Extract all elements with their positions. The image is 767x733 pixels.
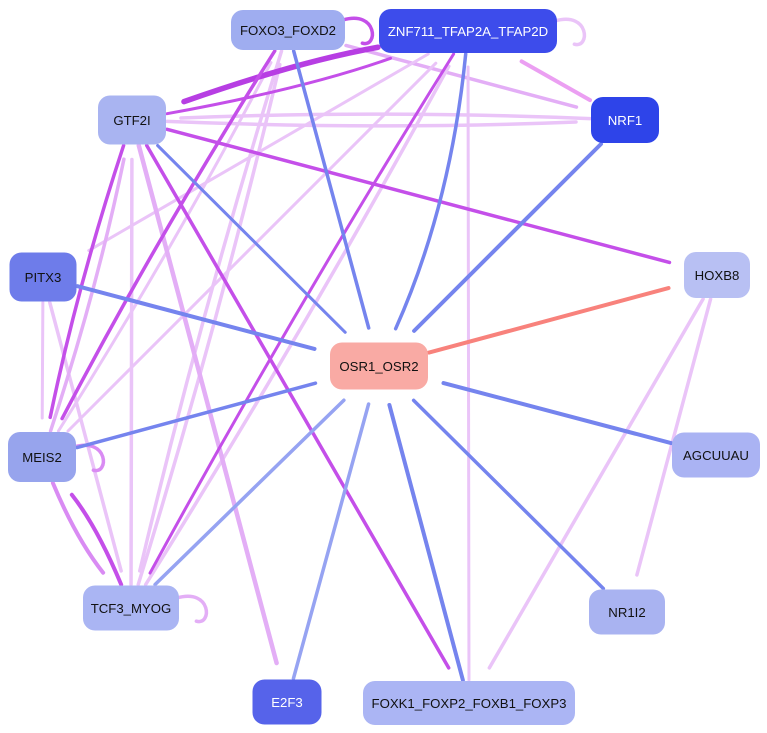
edge-GTF2I-E2F3 (136, 143, 279, 666)
edge-PITX3-TCF3_MYOG (48, 300, 123, 573)
node-MEIS2[interactable]: MEIS2 (8, 432, 76, 482)
node-label: MEIS2 (22, 450, 62, 465)
edge-GTF2I-FOXK1_FOXP2_FOXB1_FOXP3 (144, 143, 451, 670)
edge-MEIS2-ZNF711_TFAP2A_TFAP2D (66, 61, 438, 433)
edge-TCF3_MYOG-MEIS2 (69, 492, 124, 587)
node-ZNF711_TFAP2A_TFAP2D[interactable]: ZNF711_TFAP2A_TFAP2D (379, 9, 557, 53)
edge-PITX3-OSR1_OSR2 (75, 284, 317, 351)
node-NRF1[interactable]: NRF1 (591, 97, 659, 143)
node-label: FOXK1_FOXP2_FOXB1_FOXP3 (372, 696, 567, 711)
edge-ZNF711_TFAP2A_TFAP2D-TCF3_MYOG (148, 52, 456, 575)
edge-TCF3_MYOG-TCF3_MYOG (175, 594, 209, 624)
edge-MEIS2-OSR1_OSR2 (75, 381, 318, 450)
edge-GTF2I-MEIS2 (48, 143, 126, 420)
edge-OSR1_OSR2-HOXB8 (427, 286, 671, 355)
edge-NRF1-OSR1_OSR2 (412, 142, 603, 333)
node-HOXB8[interactable]: HOXB8 (684, 252, 750, 298)
edge-E2F3-OSR1_OSR2 (291, 402, 371, 681)
edge-HOXB8-FOXK1_FOXP2_FOXB1_FOXP3 (487, 297, 705, 670)
edge-ZNF711_TFAP2A_TFAP2D-ZNF711_TFAP2A_TFAP2D (553, 17, 587, 47)
edge-MEIS2-FOXO3_FOXD2 (56, 61, 273, 433)
edge-MEIS2-GTF2I (48, 157, 126, 433)
node-TCF3_MYOG[interactable]: TCF3_MYOG (83, 585, 179, 631)
edge-FOXO3_FOXD2-TCF3_MYOG (138, 49, 284, 573)
node-label: FOXO3_FOXD2 (240, 23, 336, 38)
node-AGCUUAU[interactable]: AGCUUAU (672, 432, 760, 478)
edge-FOXO3_FOXD2-NRF1 (344, 43, 579, 109)
edge-ZNF711_TFAP2A_TFAP2D-GTF2I (181, 44, 381, 105)
edge-FOXO3_FOXD2-FOXO3_FOXD2 (341, 16, 375, 46)
node-NR1I2[interactable]: NR1I2 (589, 589, 665, 635)
edge-FOXO3_FOXD2-MEIS2 (60, 49, 277, 421)
node-label: PITX3 (25, 270, 62, 285)
edge-ZNF711_TFAP2A_TFAP2D-OSR1_OSR2 (393, 52, 468, 331)
edge-PITX3-MEIS2 (40, 301, 45, 420)
node-layer: FOXO3_FOXD2 ZNF711_TFAP2A_TFAP2D GTF2I NRF1… (8, 9, 760, 725)
edge-GTF2I-OSR1_OSR2 (156, 144, 347, 334)
node-label: GTF2I (113, 113, 150, 128)
edge-GTF2I-HOXB8 (165, 127, 672, 265)
node-OSR1_OSR2[interactable]: OSR1_OSR2 (330, 342, 428, 390)
node-label: OSR1_OSR2 (339, 359, 418, 374)
node-label: NRF1 (608, 113, 642, 128)
node-PITX3[interactable]: PITX3 (9, 252, 77, 302)
node-FOXK1_FOXP2_FOXB1_FOXP3[interactable]: FOXK1_FOXP2_FOXB1_FOXP3 (363, 681, 575, 725)
edge-FOXK1_FOXP2_FOXB1_FOXP3-OSR1_OSR2 (387, 402, 465, 682)
node-GTF2I[interactable]: GTF2I (98, 95, 166, 145)
edge-FOXO3_FOXD2-OSR1_OSR2 (291, 49, 371, 330)
node-label: E2F3 (271, 695, 303, 710)
edge-TCF3_MYOG-ZNF711_TFAP2A_TFAP2D (143, 64, 451, 587)
node-label: AGCUUAU (683, 448, 749, 463)
node-label: HOXB8 (695, 268, 740, 283)
node-label: ZNF711_TFAP2A_TFAP2D (388, 24, 548, 39)
edge-FOXK1_FOXP2_FOXB1_FOXP3-ZNF711_TFAP2A_TFAP2D (466, 65, 471, 682)
node-FOXO3_FOXD2[interactable]: FOXO3_FOXD2 (231, 10, 345, 50)
node-label: TCF3_MYOG (91, 601, 172, 616)
edge-NR1I2-OSR1_OSR2 (411, 398, 606, 591)
node-label: NR1I2 (608, 605, 645, 620)
edge-NRF1-ZNF711_TFAP2A_TFAP2D (519, 59, 592, 103)
edge-AGCUUAU-OSR1_OSR2 (441, 381, 673, 446)
edge-TCF3_MYOG-OSR1_OSR2 (153, 398, 346, 587)
edge-layer (40, 16, 713, 682)
edge-MEIS2-TCF3_MYOG (50, 481, 106, 575)
node-E2F3[interactable]: E2F3 (252, 679, 322, 725)
edge-GTF2I-ZNF711_TFAP2A_TFAP2D (165, 56, 393, 116)
